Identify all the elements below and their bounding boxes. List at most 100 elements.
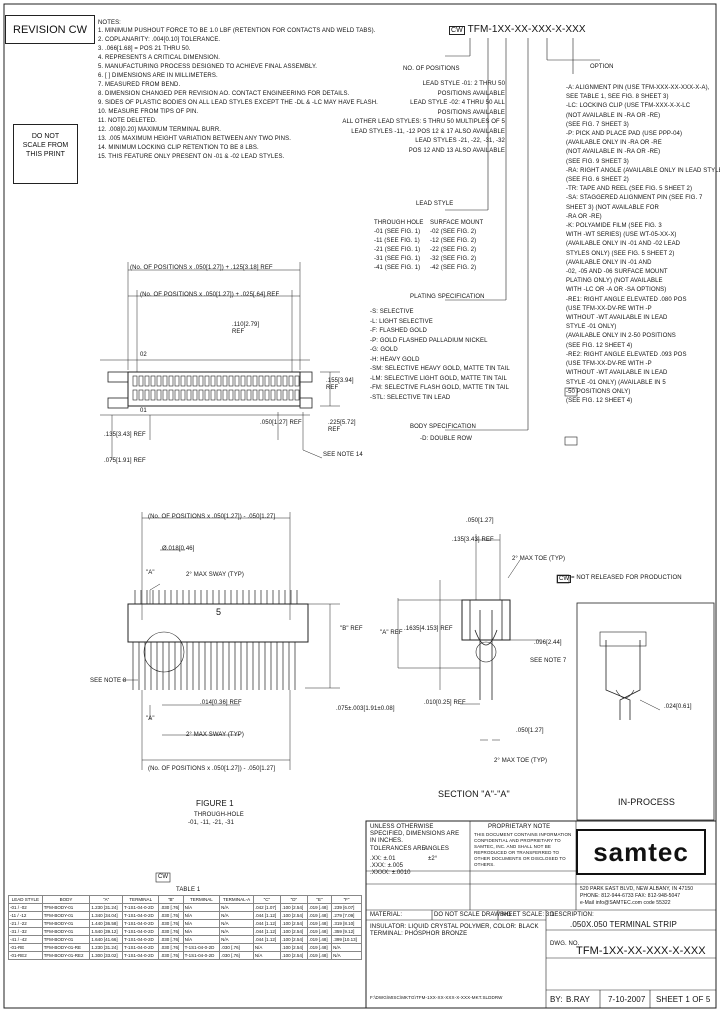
option-line: (SEE FIG. 9 SHEET 3) <box>566 158 629 165</box>
table-cell: 1.230 [31.24] <box>89 903 123 912</box>
tb-proprietary: PROPRIETARY NOTE <box>488 824 551 830</box>
table-cell: .019 [.48] <box>306 943 333 952</box>
option-line: WITHOUT -WT AVAILABLE IN LEAD <box>566 315 668 322</box>
pin-top <box>252 389 258 401</box>
part-number-cw-tag: CW <box>449 26 465 35</box>
pin-top <box>162 389 168 401</box>
lead-style-th: -41 (SEE FIG. 1) <box>374 265 421 271</box>
table-cell: N/A <box>219 927 254 936</box>
table1-header-cell: "E" <box>306 895 333 904</box>
pin-top <box>168 375 174 387</box>
table-cell: T-1S1-04-0-2D <box>182 951 221 960</box>
table-cell: N/A <box>182 919 221 928</box>
figure-1-subtitle: THROUGH-HOLE <box>194 812 244 818</box>
note-line: 6. [ ] DIMENSIONS ARE IN MILLIMETERS. <box>98 73 218 79</box>
table-cell: N/A <box>219 919 254 928</box>
table-cell: .030 [.76] <box>219 951 254 960</box>
table-cell: 1.640 [41.66] <box>89 935 123 944</box>
logo-text: SAMTEC <box>593 837 689 867</box>
body-marking-5: 5 <box>216 607 222 617</box>
pin-top <box>282 389 288 401</box>
option-title: OPTION <box>590 64 614 70</box>
pin-top <box>210 375 216 387</box>
lead-style-row: -11 (SEE FIG. 1)-12 (SEE FIG. 2) <box>374 237 476 246</box>
table-cell: -21 / -22 <box>8 919 43 928</box>
lead-style-col1: THROUGH HOLE <box>374 220 424 226</box>
table1-title: TABLE 1 <box>176 887 201 893</box>
table-cell: 1.540 [39.12] <box>89 927 123 936</box>
dim-075: .075[1.91] REF <box>104 458 146 464</box>
dim-050: .050[1.27] REF <box>260 420 302 426</box>
dim-135: .135[3.43] REF <box>104 432 146 438</box>
pin-top <box>192 389 198 401</box>
positions-title: NO. OF POSITIONS <box>403 66 460 72</box>
lead-style-sm: -42 (SEE FIG. 2) <box>430 265 477 271</box>
option-line: (USE TFM-XX-DV-RE WITH -P <box>566 361 652 368</box>
table-cell: T-1S1-04-0-2D <box>121 927 160 936</box>
table1-header-cell: TERMINAL-A <box>219 895 254 904</box>
table-cell: .019 [.48] <box>306 919 333 928</box>
tb-mat-line-1: INSULATOR: LIQUID CRYSTAL POLYMER, COLOR… <box>370 924 539 930</box>
option-line: -RE1: RIGHT ANGLE ELEVATED .080 POS <box>566 296 687 303</box>
note-line: 5. MANUFACTURING PROCESS DESIGNED TO ACH… <box>98 64 318 70</box>
table-cell: N/A <box>331 951 362 960</box>
note-line: 15. THIS FEATURE ONLY PRESENT ON -01 & -… <box>98 154 285 160</box>
body-spec-title: BODY SPECIFICATION <box>410 424 476 430</box>
do-not-scale-box: DO NOT SCALE FROM THIS PRINT <box>13 124 78 184</box>
tb-dwg-no: TFM-1XX-XX-XXX-X-XXX <box>576 945 706 957</box>
samtec-logo: SAMTEC <box>576 829 706 875</box>
lead-style-col2: SURFACE MOUNT <box>430 220 484 226</box>
option-line: -RA OR -RE) <box>566 213 602 220</box>
table-cell: N/A <box>219 903 254 912</box>
option-line: -SA: STAGGERED ALIGNMENT PIN (SEE FIG. 7 <box>566 195 703 202</box>
see-note-8: SEE NOTE 8 <box>90 678 127 684</box>
do-not-scale-line-3: THIS PRINT <box>26 151 65 158</box>
lead-style-sm: -02 (SEE FIG. 2) <box>430 229 477 235</box>
table-cell: .019 [.48] <box>306 951 333 960</box>
table-cell: .279 [7.09] <box>331 911 362 920</box>
dim-b-ref: "B" REF <box>340 626 363 632</box>
plating-line: -SM: SELECTIVE HEAVY GOLD, MATTE TIN TAI… <box>370 366 510 372</box>
dim-sway-2: 2° MAX SWAY (TYP) <box>186 732 244 738</box>
table-cell: .030 [.76] <box>158 943 184 952</box>
table-cell: T-1S1-04-0-2D <box>121 919 160 928</box>
table1-header-cell: "D" <box>279 895 308 904</box>
option-line: (SEE FIG. 6 SHEET 2) <box>566 177 629 184</box>
option-line: -TR: TAPE AND REEL (SEE FIG. 5 SHEET 2) <box>566 186 693 193</box>
option-line: (USE TFM-XX-DV-RE WITH -P <box>566 305 652 312</box>
table1-header-cell: LEAD STYLE <box>8 895 43 904</box>
option-line: (AVAILABLE ONLY IN 2-50 POSITIONS <box>566 333 676 340</box>
plating-line: -S: SELECTIVE <box>370 309 414 315</box>
plating-line: -L: LIGHT SELECTIVE <box>370 318 433 325</box>
table1-header-cell: BODY <box>41 895 91 904</box>
option-line: -RA: RIGHT ANGLE (AVAILABLE ONLY IN LEAD… <box>566 167 720 174</box>
note-line: 12. .008[0.20] MAXIMUM TERMINAL BURR. <box>98 127 222 133</box>
dim-sway: 2° MAX SWAY (TYP) <box>186 572 244 578</box>
pin-top <box>252 375 258 387</box>
pin-top <box>246 389 252 401</box>
table-cell: .019 [.48] <box>306 935 333 944</box>
note-line: 14. MINIMUM LOCKING CLIP RETENTION TO BE… <box>98 145 259 151</box>
table-cell: N/A <box>182 903 221 912</box>
dim-a-top: "A" <box>146 570 155 576</box>
tb-angles: ANGLES <box>424 846 449 852</box>
note-line: 10. MEASURE FROM TIPS OF PIN. <box>98 109 199 115</box>
lead-style-th: -31 (SEE FIG. 1) <box>374 256 421 262</box>
table-cell: .100 [2.54] <box>279 951 308 960</box>
pin-top <box>150 375 156 387</box>
table-cell: 1.440 [36.58] <box>89 919 123 928</box>
revision-box: REVISION CW <box>5 15 95 44</box>
tb-sheet: SHEET 1 OF 5 <box>656 995 711 1004</box>
option-line: SHEET 3) (NOT AVAILABLE FOR <box>566 204 659 211</box>
pin-top <box>282 375 288 387</box>
table-cell: .399 [10.13] <box>331 935 362 944</box>
pin-top <box>288 389 294 401</box>
positions-line: ALL OTHER LEAD STYLES: 5 THRU 50 MULTIPL… <box>342 119 505 125</box>
option-line: -LC: LOCKING CLIP (USE TFM-XXX-X-X-LC <box>566 103 691 110</box>
dim-diameter: Ø.018[0.46] <box>162 546 195 552</box>
notes-list: 1. MINIMUM PUSHOUT FORCE TO BE 1.0 LBF (… <box>98 27 378 162</box>
